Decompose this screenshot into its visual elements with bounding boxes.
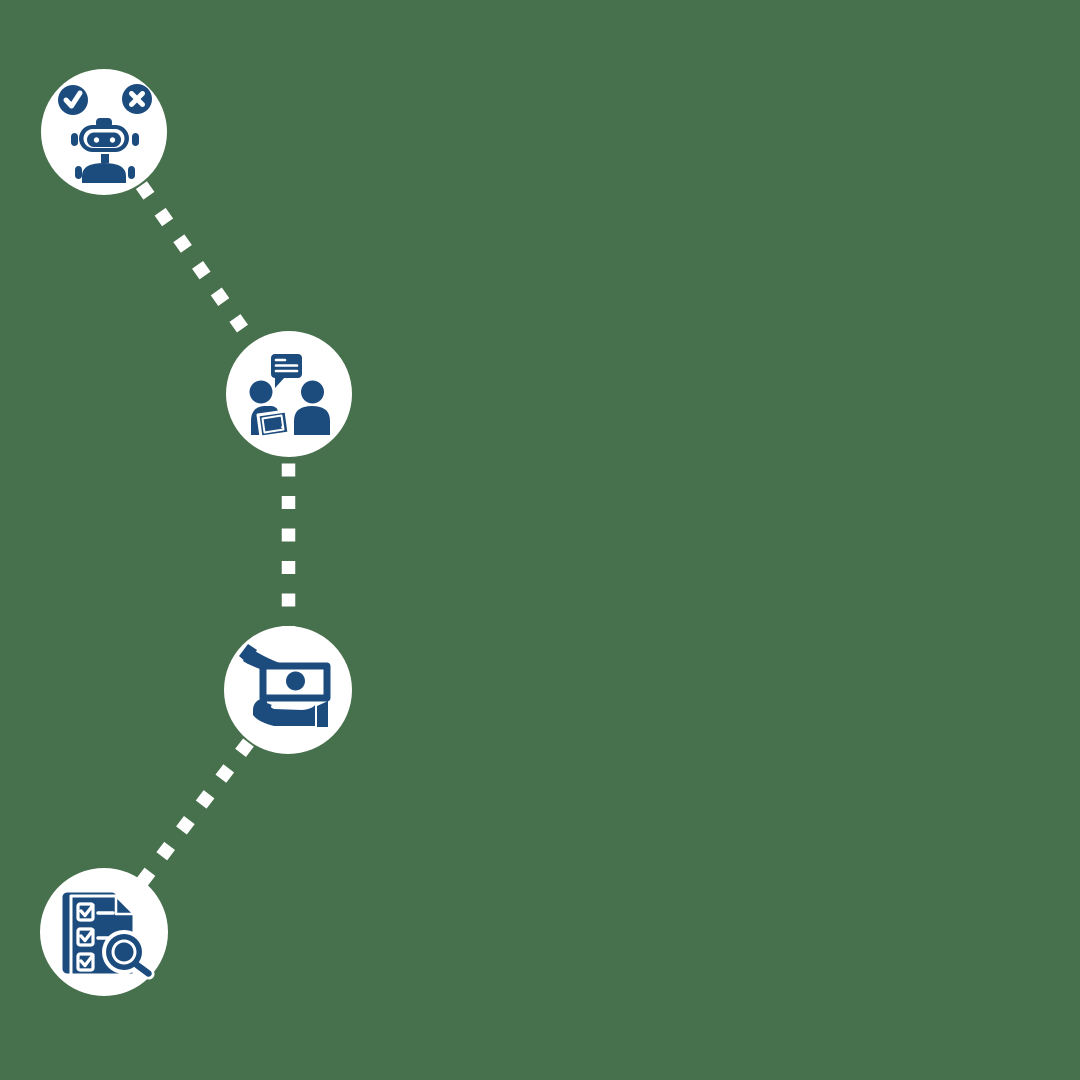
step-1: chatbot-approval-icon — [41, 69, 167, 195]
cross-badge-icon — [122, 84, 152, 114]
review-checklist-icon — [59, 889, 155, 980]
receiving-hand — [253, 698, 328, 727]
payment-icon — [239, 644, 331, 727]
checklist-rows — [76, 902, 115, 972]
step-3: payment-icon — [224, 626, 352, 754]
speech-bubble-icon — [271, 354, 302, 388]
check-badge-icon — [58, 85, 88, 115]
step-4: review-checklist-icon — [40, 868, 168, 996]
consultation-icon — [249, 354, 330, 439]
folded-corner — [114, 894, 136, 916]
connector-dotted-line — [98, 128, 296, 937]
step-2: consultation-icon — [226, 331, 352, 457]
person — [294, 380, 330, 435]
laptop-icon — [256, 409, 291, 439]
step-circle — [226, 331, 352, 457]
banknote-icon — [259, 662, 331, 702]
magnifier-icon — [102, 930, 155, 980]
person-with-laptop — [249, 380, 291, 439]
robot-icon — [71, 118, 139, 183]
chatbot-approval-icon — [58, 84, 152, 183]
